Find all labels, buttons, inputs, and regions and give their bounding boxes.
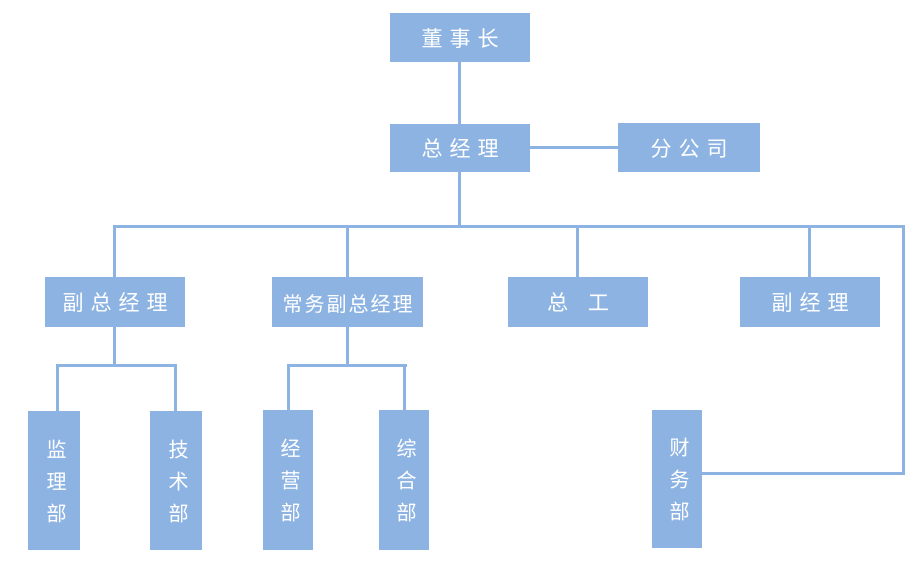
connector-drop-executive-deputy-gm — [346, 225, 349, 277]
node-deputy-manager: 副经理 — [740, 277, 880, 327]
node-branch-company: 分公司 — [618, 123, 760, 172]
node-chief-engineer: 总 工 — [508, 277, 648, 327]
connector-drop-chief-engineer — [576, 225, 579, 277]
connector-executive-deputy-gm-bus — [346, 327, 349, 367]
connector-deputy-gm-bus — [113, 327, 116, 367]
connector-right-horizontal-finance — [702, 472, 905, 475]
connector-drop-operations — [287, 364, 290, 410]
connector-executive-children-bus — [287, 364, 407, 367]
connector-deputy-gm-children-bus — [56, 364, 177, 367]
node-operations-dept: 经营部 — [263, 410, 313, 550]
connector-drop-deputy-gm — [113, 225, 116, 277]
connector-drop-general-affairs — [403, 364, 406, 410]
node-branch-company-label: 分公司 — [650, 137, 735, 161]
node-supervision-dept: 监理部 — [28, 411, 80, 550]
node-executive-deputy-gm: 常务副总经理 — [272, 277, 423, 327]
node-technical-dept-label: 技术部 — [165, 438, 187, 535]
node-general-affairs-dept-label: 综合部 — [393, 438, 415, 534]
connector-main-bus — [113, 225, 905, 228]
connector-drop-supervision — [56, 364, 59, 411]
node-finance-dept: 财务部 — [652, 410, 702, 548]
node-general-manager-label: 总经理 — [421, 138, 506, 161]
connector-gm-bus — [458, 172, 461, 226]
node-general-affairs-dept: 综合部 — [379, 410, 429, 550]
node-chairman-label: 董事长 — [421, 27, 506, 51]
node-deputy-gm-label: 副总经理 — [62, 292, 175, 315]
connector-drop-deputy-manager — [808, 225, 811, 277]
connector-drop-technical — [174, 364, 177, 411]
connector-right-vertical-finance — [902, 225, 905, 475]
node-chairman: 董事长 — [390, 13, 530, 62]
node-executive-deputy-gm-label: 常务副总经理 — [282, 293, 415, 316]
node-general-manager: 总经理 — [390, 124, 530, 172]
connector-chairman-gm — [458, 62, 461, 124]
node-supervision-dept-label: 监理部 — [43, 438, 65, 535]
node-deputy-gm: 副总经理 — [45, 277, 185, 327]
node-chief-engineer-label: 总 工 — [547, 292, 616, 315]
node-technical-dept: 技术部 — [150, 411, 202, 550]
node-finance-dept-label: 财务部 — [666, 437, 688, 533]
connector-gm-branch — [530, 146, 618, 149]
node-operations-dept-label: 经营部 — [277, 438, 299, 534]
node-deputy-manager-label: 副经理 — [771, 292, 856, 315]
